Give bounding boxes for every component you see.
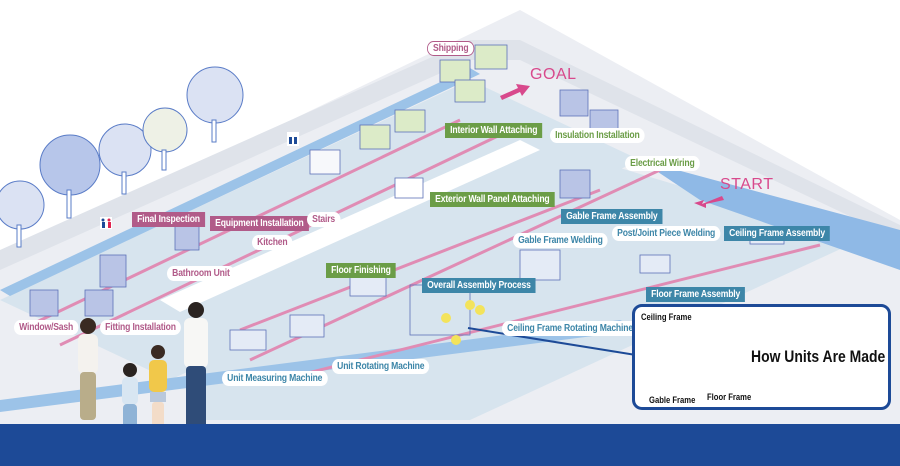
label-gable-frame-assembly[interactable]: Gable Frame Assembly — [561, 209, 663, 224]
how-units-title: How Units Are Made — [751, 347, 886, 366]
label-fitting-installation[interactable]: Fitting Installation — [100, 320, 181, 335]
floor-frame-label: Floor Frame — [707, 392, 752, 402]
label-floor-frame-assembly[interactable]: Floor Frame Assembly — [646, 287, 746, 302]
label-shipping[interactable]: Shipping — [427, 41, 475, 56]
label-overall-assembly-process[interactable]: Overall Assembly Process — [422, 278, 536, 293]
goal-arrow — [500, 84, 530, 100]
label-window-sash[interactable]: Window/Sash — [14, 320, 79, 335]
ceiling-frame-label: Ceiling Frame — [641, 312, 692, 322]
footer-band — [0, 424, 900, 466]
label-bathroom-unit[interactable]: Bathroom Unit — [167, 266, 235, 281]
restroom-icon — [100, 217, 112, 229]
restroom-icon-2 — [287, 132, 299, 146]
how-units-are-made-panel[interactable]: Ceiling Frame Gable Frame Floor Frame Ho… — [632, 304, 891, 410]
label-kitchen[interactable]: Kitchen — [252, 235, 293, 250]
start-marker: START — [720, 176, 774, 193]
label-exterior-wall-panel-attaching[interactable]: Exterior Wall Panel Attaching — [430, 192, 555, 207]
trees — [0, 66, 244, 248]
label-post-joint-piece-welding[interactable]: Post/Joint Piece Welding — [612, 226, 721, 241]
label-ceiling-frame-assembly[interactable]: Ceiling Frame Assembly — [724, 226, 831, 241]
white-aisle — [160, 140, 540, 312]
welding-points — [441, 300, 485, 345]
label-interior-wall-attaching[interactable]: Interior Wall Attaching — [445, 123, 543, 138]
callout-line — [467, 327, 637, 356]
label-final-inspection[interactable]: Final Inspection — [132, 212, 206, 227]
label-floor-finishing[interactable]: Floor Finishing — [326, 263, 396, 278]
label-equipment-installation[interactable]: Equipment Installation — [210, 216, 309, 231]
label-stairs[interactable]: Stairs — [307, 212, 341, 227]
gable-frame-label: Gable Frame — [649, 395, 696, 405]
label-electrical-wiring[interactable]: Electrical Wiring — [625, 156, 700, 171]
label-insulation-installation[interactable]: Insulation Installation — [550, 128, 645, 143]
label-gable-frame-welding[interactable]: Gable Frame Welding — [513, 233, 608, 248]
label-unit-measuring-machine[interactable]: Unit Measuring Machine — [222, 371, 328, 386]
blue-aisle-right — [640, 160, 900, 270]
goal-marker: GOAL — [530, 66, 577, 83]
label-unit-rotating-machine[interactable]: Unit Rotating Machine — [332, 359, 430, 374]
start-arrow — [694, 196, 724, 208]
label-ceiling-frame-rotating-machine[interactable]: Ceiling Frame Rotating Machine — [502, 321, 639, 336]
family-figures — [78, 302, 208, 436]
